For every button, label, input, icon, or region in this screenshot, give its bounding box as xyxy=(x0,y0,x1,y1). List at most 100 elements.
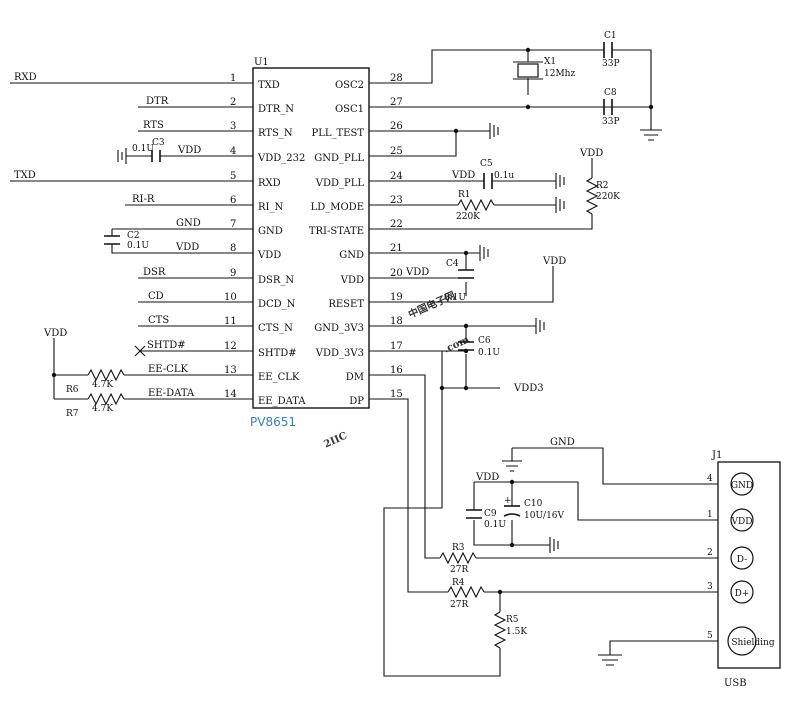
c9-ref: C9 xyxy=(484,509,497,519)
pin-num: 3 xyxy=(230,121,236,132)
c5-value: 0.1u xyxy=(494,171,514,181)
pin-name: TXD xyxy=(258,80,280,91)
c3-net: VDD xyxy=(177,145,201,156)
usb-power: GND VDD C9 0.1U + C10 10U/16V xyxy=(466,437,727,666)
pin-num: 19 xyxy=(390,292,403,303)
pin-name: PLL_TEST xyxy=(312,128,365,139)
pin-num: 8 xyxy=(230,243,236,254)
pin-name: GND xyxy=(258,226,283,237)
pin-num: 14 xyxy=(224,389,237,400)
r4-ref: R4 xyxy=(452,578,465,588)
c8-value: 33P xyxy=(602,117,620,127)
r5-ref: R5 xyxy=(506,615,519,625)
pin-name: RESET xyxy=(328,299,364,310)
pin-name: DM xyxy=(346,372,364,383)
pin-name: CTS_N xyxy=(258,323,293,334)
pin-name: OSC1 xyxy=(335,104,364,115)
pin-num: 26 xyxy=(390,121,403,132)
usb-pin-num: 3 xyxy=(707,582,713,592)
pin-num: 27 xyxy=(390,97,403,108)
right-pins: 28 OSC2 27 OSC1 26 PLL_TEST 25 GND_PLL 2… xyxy=(309,73,403,407)
chip-name: PV8651 xyxy=(250,415,296,429)
c6-ref: C6 xyxy=(478,336,491,346)
pin-num: 25 xyxy=(390,146,403,157)
r4-value: 27R xyxy=(450,600,468,610)
c2-ref: C2 xyxy=(127,231,140,241)
c3-value: 0.1U xyxy=(132,144,154,154)
net-label: EE-CLK xyxy=(148,364,188,375)
c9-value: 0.1U xyxy=(484,520,506,530)
pin-num: 12 xyxy=(224,341,237,352)
c10-polarity: + xyxy=(504,496,512,506)
pin-name: VDD_3V3 xyxy=(315,348,364,359)
pin-num: 20 xyxy=(390,268,403,279)
r7-ref: R7 xyxy=(66,409,79,419)
pin-num: 9 xyxy=(230,268,236,279)
pin-name: DSR_N xyxy=(258,275,294,286)
net-label: RI-R xyxy=(132,194,155,205)
pin-num: 2 xyxy=(230,97,236,108)
pin-name: EE_CLK xyxy=(258,372,300,383)
usb-pin-name: D+ xyxy=(735,589,750,599)
net-label: RTS xyxy=(143,120,164,131)
usb-gnd-label: GND xyxy=(550,437,575,448)
pin-name: VDD xyxy=(257,250,281,261)
r2-ref: R2 xyxy=(596,181,609,191)
watermark-brand: 2IIC xyxy=(322,430,349,450)
x1-value: 12Mhz xyxy=(544,69,575,79)
c6-value: 0.1U xyxy=(478,348,500,358)
r7-value: 4.7K xyxy=(92,404,113,414)
chip-u1: U1 PV8651 1 TXD 2 DTR_N 3 RTS_N 4 VDD_23… xyxy=(224,57,403,429)
usb-pin-num: 2 xyxy=(707,548,713,558)
c1-value: 33P xyxy=(602,59,620,69)
pin-name: DTR_N xyxy=(258,104,294,115)
pin-num: 11 xyxy=(224,316,237,327)
pin-name: DCD_N xyxy=(258,299,296,310)
pin-name: TRI-STATE xyxy=(309,226,364,237)
net-label: SHTD# xyxy=(147,340,186,351)
c4-value: 0.1U xyxy=(444,293,466,303)
c3-ref: C3 xyxy=(152,138,165,148)
net-label: TXD xyxy=(14,170,36,181)
pin-name: SHTD# xyxy=(258,348,297,359)
pin-name: RTS_N xyxy=(258,128,293,139)
net-label: EE-DATA xyxy=(148,388,195,399)
r1-ref: R1 xyxy=(458,190,471,200)
net-label: GND xyxy=(176,218,201,229)
c10-ref: C10 xyxy=(524,499,543,509)
vdd-left-label: VDD xyxy=(43,328,67,339)
net-label: DTR xyxy=(146,96,169,107)
r3-ref: R3 xyxy=(452,543,465,553)
pin-num: 4 xyxy=(230,146,236,157)
usb-ref: J1 xyxy=(711,450,722,461)
usb-pin-name: GND xyxy=(731,481,753,491)
net-label: RXD xyxy=(14,72,37,83)
pin-num: 18 xyxy=(390,316,403,327)
chip-ref: U1 xyxy=(254,57,269,68)
r6-value: 4.7K xyxy=(92,380,113,390)
r1-value: 220K xyxy=(456,212,480,222)
pin-num: 28 xyxy=(390,73,403,84)
r6-ref: R6 xyxy=(66,385,79,395)
pin-num: 5 xyxy=(230,171,236,182)
pin-num: 24 xyxy=(390,171,403,182)
net-label: DSR xyxy=(143,267,166,278)
pin-num: 15 xyxy=(390,389,403,400)
pin-num: 22 xyxy=(390,219,403,230)
pin-name: LD_MODE xyxy=(311,202,364,213)
x1-ref: X1 xyxy=(544,57,556,67)
c4-ref: C4 xyxy=(446,259,459,269)
pin-name: RI_N xyxy=(258,202,283,213)
vdd3-label: VDD3 xyxy=(513,383,544,394)
pin-num: 6 xyxy=(230,195,236,206)
usb-pin-num: 5 xyxy=(707,631,713,641)
net-label: CTS xyxy=(148,315,169,326)
pin-num: 16 xyxy=(390,365,403,376)
usb-pin-name: D- xyxy=(737,555,747,565)
c1-ref: C1 xyxy=(604,31,617,41)
usb-pin-name: VDD xyxy=(731,517,753,527)
pin-num: 23 xyxy=(390,195,403,206)
left-nets: RXD DTR RTS 0.1U C3 VDD TXD RI-R C2 0.1U… xyxy=(10,72,240,419)
pin-name: GND xyxy=(339,250,364,261)
net-label: CD xyxy=(148,291,164,302)
